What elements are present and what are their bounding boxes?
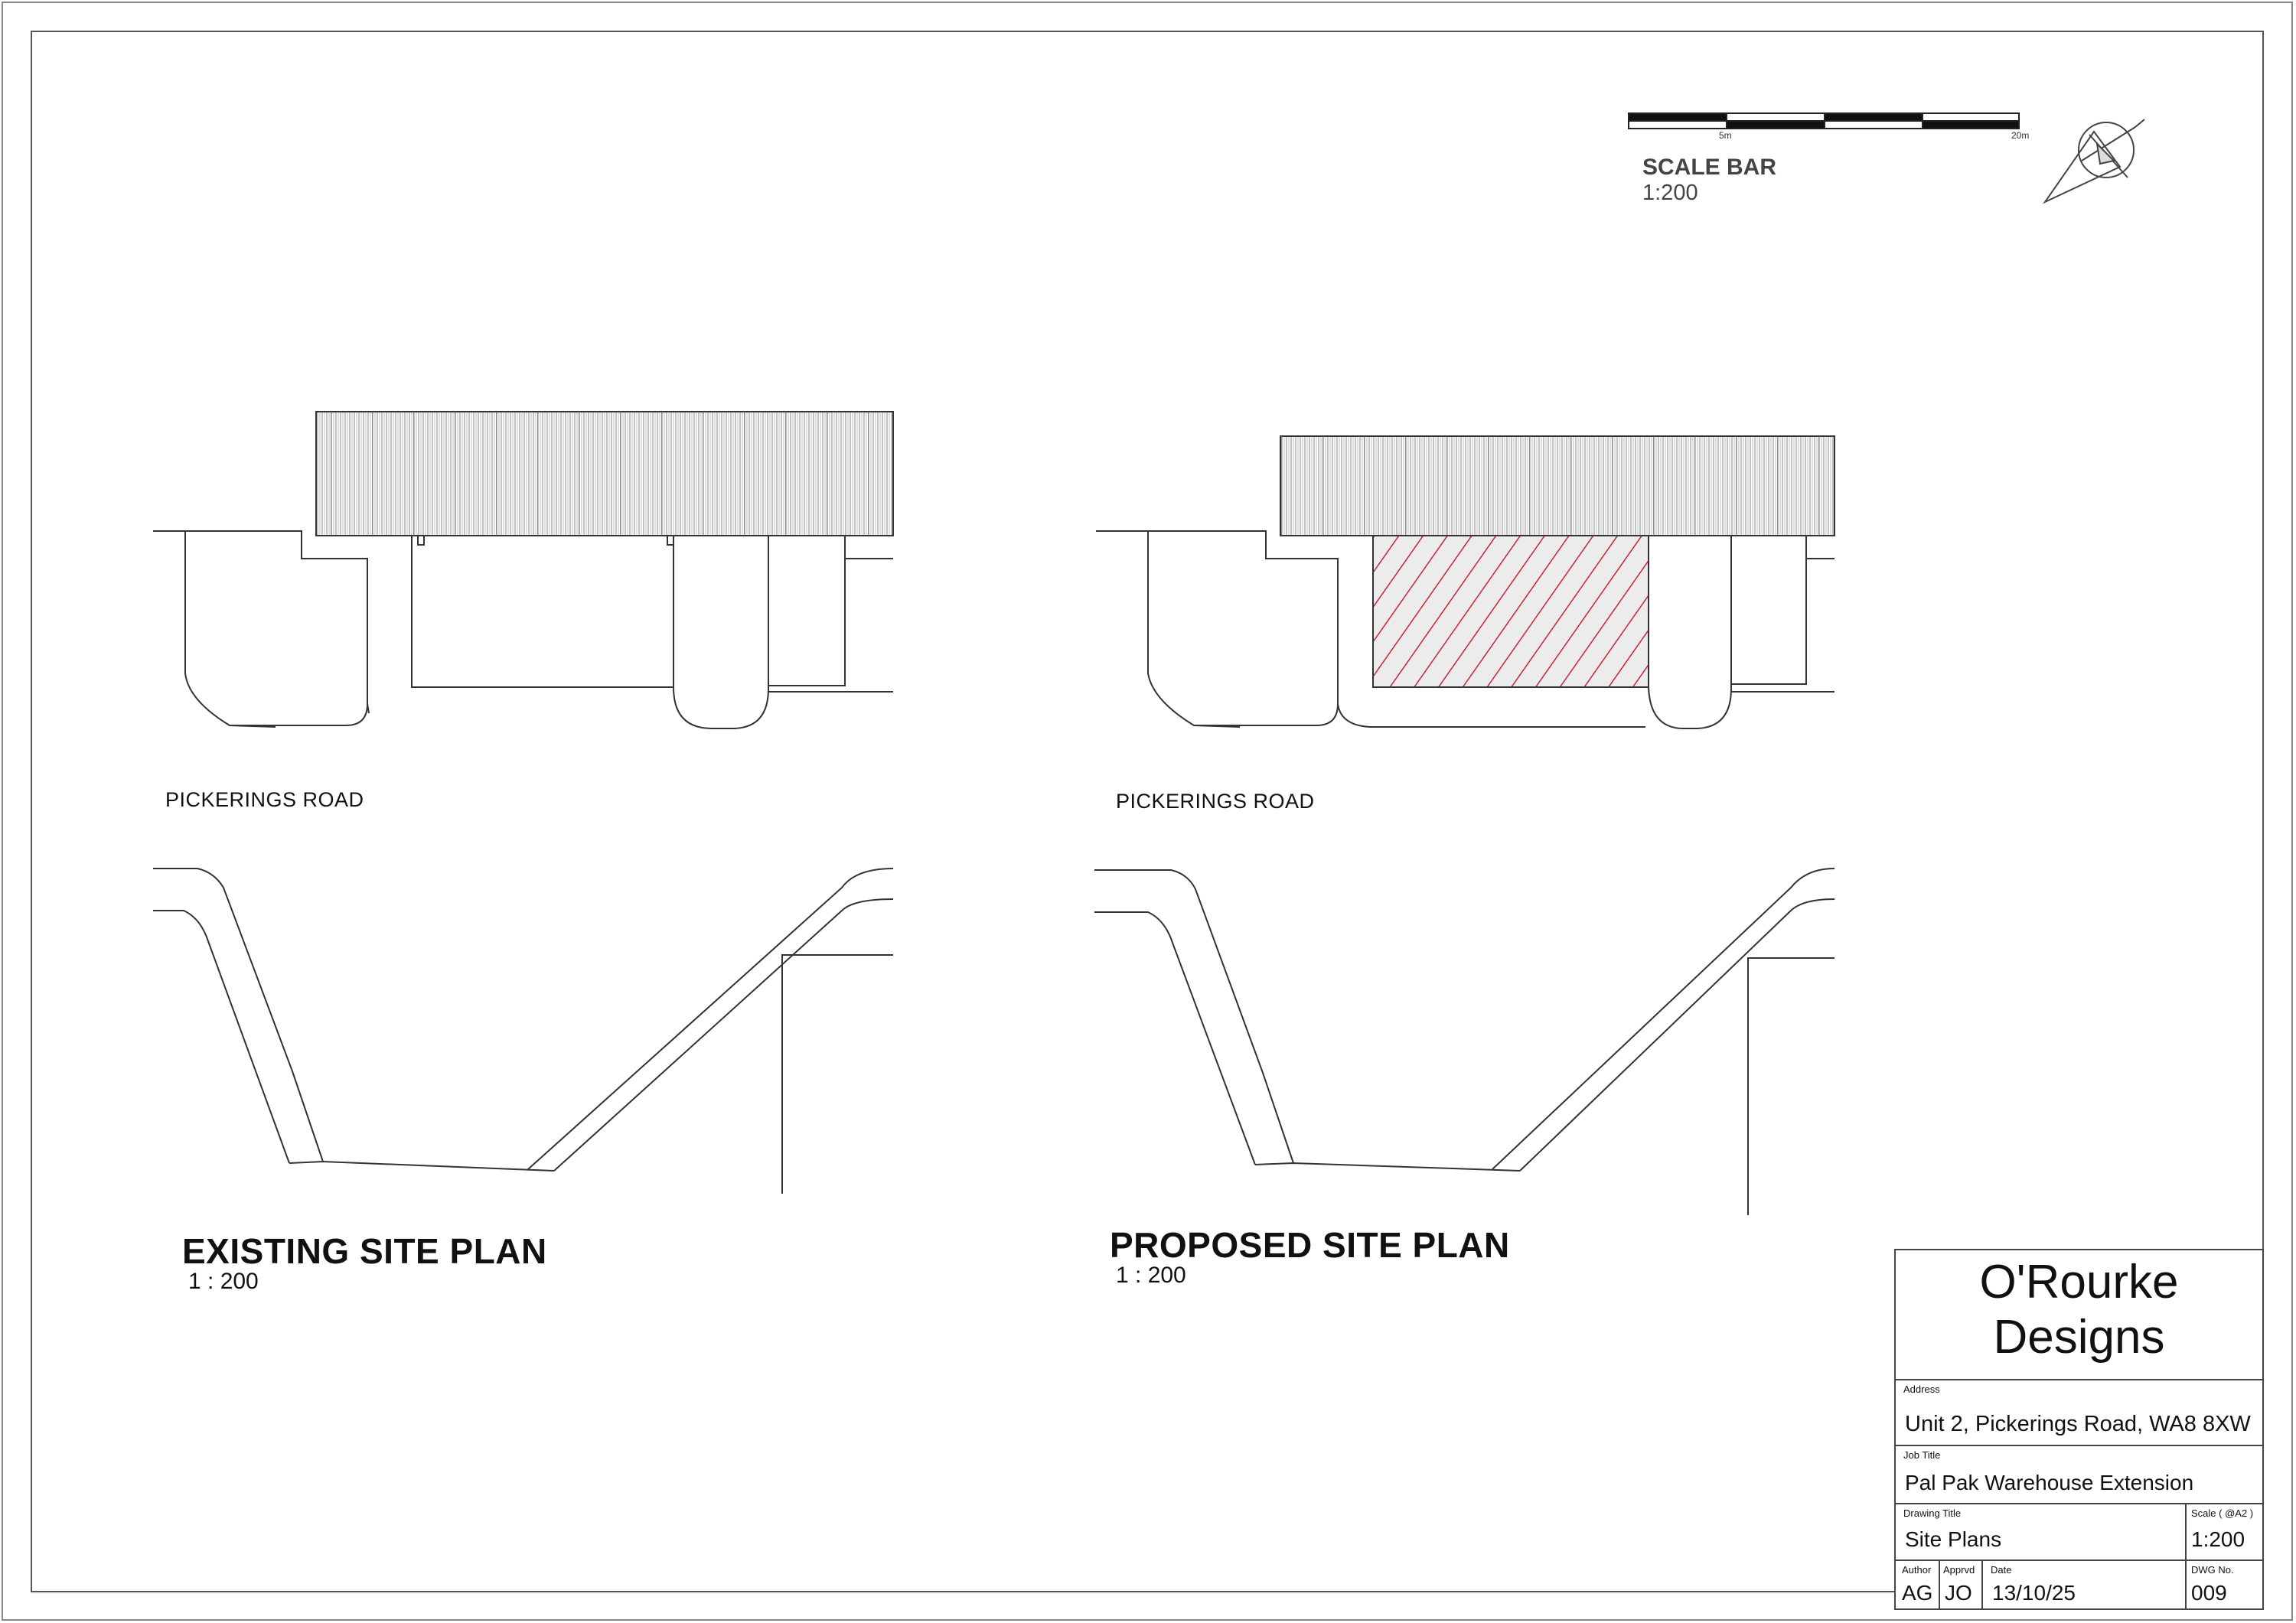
proposed-plan-scale: 1 : 200 [1116,1263,1186,1288]
job-title-caption: Job Title [1903,1449,1941,1461]
drawing-title-caption: Drawing Title [1903,1507,1962,1519]
title-block-job: Job Title Pal Pak Warehouse Extension [1896,1446,2262,1504]
sheet-border [31,31,2264,1592]
address-value: Unit 2, Pickerings Road, WA8 8XW [1905,1412,2251,1436]
existing-plan-drawing [153,411,894,1194]
author-caption: Author [1902,1564,1932,1576]
company-name-line1: O'Rourke [1979,1256,2179,1309]
dwg-no-caption: DWG No. [2191,1564,2234,1576]
title-block-address: Address Unit 2, Pickerings Road, WA8 8XW [1896,1380,2262,1446]
scale-bar-tick-5m: 5m [1719,130,1732,141]
approved-caption: Apprvd [1943,1564,1975,1576]
title-block-meta: Author AG Apprvd JO Date 13/10/25 DWG No… [1896,1561,2262,1608]
existing-road-label: PICKERINGS ROAD [165,788,364,811]
job-title-value: Pal Pak Warehouse Extension [1905,1471,2194,1494]
scale-caption: Scale ( @A2 ) [2191,1507,2254,1519]
author-value: AG [1902,1581,1933,1605]
existing-plan-scale: 1 : 200 [188,1269,259,1294]
date-caption: Date [1991,1564,2012,1576]
proposed-road-bottom [1254,1162,1521,1172]
proposed-road-right-edge [1492,868,1835,1170]
dwg-no-value: 009 [2191,1581,2227,1605]
address-caption: Address [1903,1383,1940,1395]
title-block: O'Rourke Designs Address Unit 2, Pickeri… [1894,1249,2264,1610]
date-value: 13/10/25 [1992,1581,2076,1605]
proposed-extension [1372,535,1649,688]
scale-bar [1628,112,2020,129]
approved-value: JO [1945,1581,1972,1605]
scale-bar-scale: 1:200 [1642,181,1698,205]
title-block-drawing: Drawing Title Site Plans Scale ( @A2 ) 1… [1896,1504,2262,1561]
existing-road-left-edge [153,868,324,1162]
title-block-company: O'Rourke Designs [1896,1250,2262,1380]
scale-bar-title: SCALE BAR [1642,155,1777,180]
proposed-road-left-edge [1094,869,1294,1164]
existing-plan-title: EXISTING SITE PLAN [182,1231,547,1271]
proposed-plan-title: PROPOSED SITE PLAN [1110,1225,1510,1265]
proposed-plan-drawing [1094,435,1835,1215]
proposed-road-label: PICKERINGS ROAD [1116,790,1315,813]
north-arrow-icon [2043,119,2145,204]
company-name-line2: Designs [1993,1311,2165,1364]
scale-bar-tick-20m: 20m [2011,130,2030,141]
existing-road-right-edge [527,868,894,1170]
scale-value: 1:200 [2191,1527,2245,1551]
existing-road-bottom [289,1160,555,1172]
drawing-title-value: Site Plans [1905,1527,2002,1551]
